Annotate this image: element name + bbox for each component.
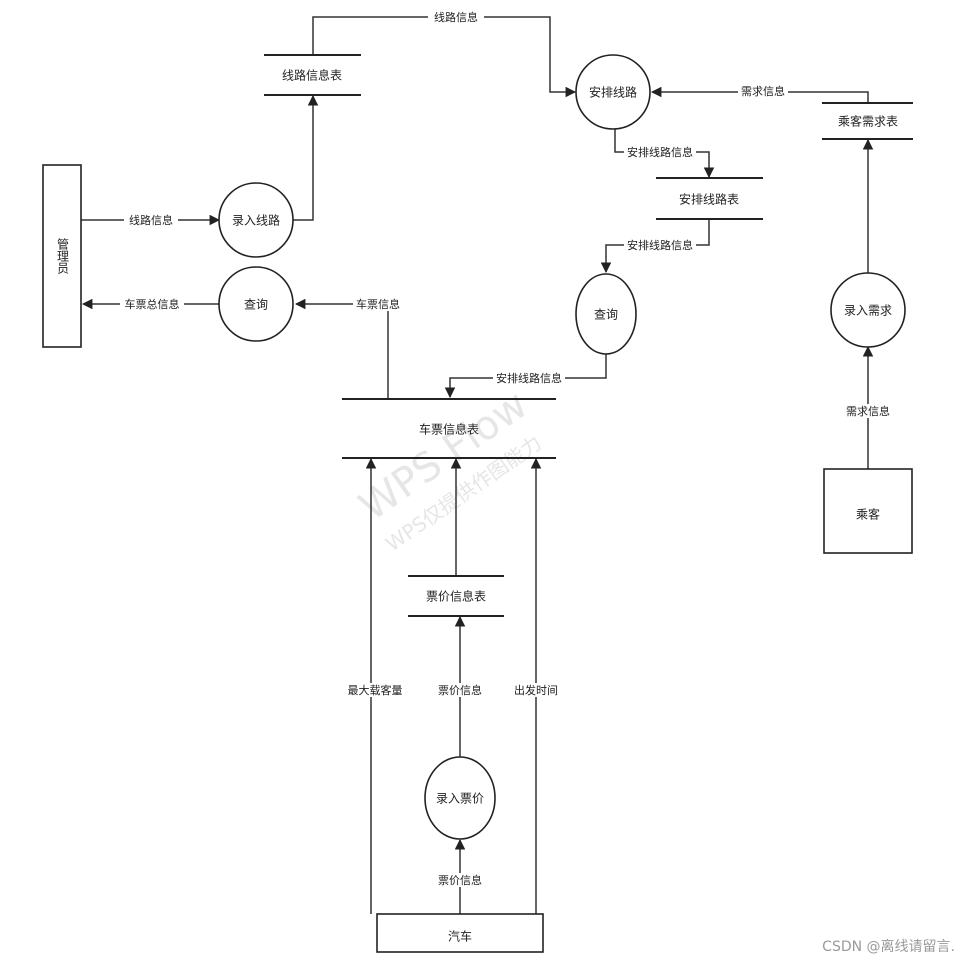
label-max-capacity: 最大载客量 [348,683,403,697]
label-ticket-info: 车票信息 [356,297,400,311]
store-arrange-table: 安排线路表 [656,177,763,220]
store-price-table: 票价信息表 [408,575,504,617]
svg-text:车票信息表: 车票信息表 [419,422,479,437]
label-demand-info-bottom: 需求信息 [846,404,890,418]
process-arrange-route: 安排线路 [575,54,651,130]
svg-text:线路信息表: 线路信息表 [282,68,342,83]
svg-text:查询: 查询 [244,298,268,312]
label-price-info-lower: 票价信息 [438,873,482,887]
process-enter-route: 录入线路 [218,182,294,258]
svg-text:安排线路表: 安排线路表 [679,192,739,207]
svg-text:管理员: 管理员 [56,237,70,275]
svg-text:票价信息表: 票价信息表 [426,589,486,604]
store-demand-table: 乘客需求表 [822,102,913,140]
svg-text:乘客: 乘客 [856,507,880,522]
flow-enter-route-to-table [292,94,319,221]
svg-text:录入需求: 录入需求 [844,304,892,318]
entity-admin: 管理员 [42,164,82,348]
label-admin-route-info: 线路信息 [129,213,173,227]
flow-ticket-to-query [294,298,389,398]
svg-text:录入线路: 录入线路 [232,213,280,228]
svg-text:汽车: 汽车 [448,929,472,944]
label-ticket-total-info: 车票总信息 [125,297,180,311]
svg-text:安排线路: 安排线路 [589,85,637,100]
watermark: WPS Flow WPS仅提供作图能力 [351,382,546,556]
label-price-info-upper: 票价信息 [438,683,482,697]
svg-text:录入票价: 录入票价 [436,792,484,806]
label-top-route-info: 线路信息 [434,10,478,24]
entity-passenger: 乘客 [823,468,913,554]
label-demand-info-top: 需求信息 [741,84,785,98]
store-route-info-table: 线路信息表 [264,54,361,96]
store-ticket-table: 车票信息表 [342,398,556,459]
svg-text:乘客需求表: 乘客需求表 [838,114,898,129]
credit-text: CSDN @离线请留言. [822,938,955,955]
process-query-mid: 查询 [575,273,637,355]
flow-route-info-to-arrange [312,16,577,98]
label-arrange-info-3: 安排线路信息 [496,371,562,385]
flow-labels: 线路信息 需求信息 安排线路信息 线路信息 安排线路信息 车票总信息 车票信息 … [120,10,894,887]
flow-demand-to-arrange [650,86,869,104]
process-query-left: 查询 [218,266,294,342]
label-arrange-info-2: 安排线路信息 [627,238,693,252]
svg-text:查询: 查询 [594,308,618,322]
process-enter-demand: 录入需求 [830,272,906,348]
entity-bus: 汽车 [376,913,544,953]
process-enter-price: 录入票价 [424,756,496,840]
label-depart-time: 出发时间 [514,683,558,697]
label-arrange-info-1: 安排线路信息 [627,145,693,159]
